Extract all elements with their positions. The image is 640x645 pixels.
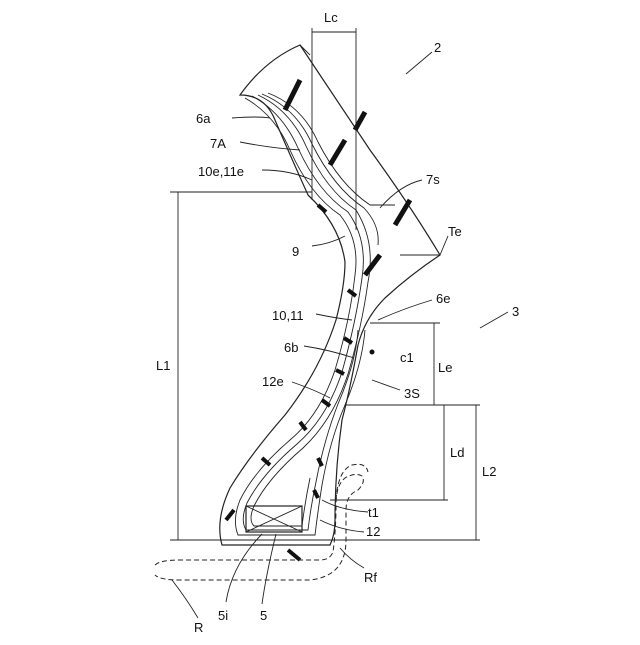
leader-10-11 [316,314,352,320]
cord-mark [330,140,345,165]
leader-7A [240,142,300,150]
leader-tire-2 [406,52,432,74]
label-mold-3: 3 [512,304,519,319]
label-le: Le [438,360,452,375]
label-6b: 6b [284,340,298,355]
label-5: 5 [260,608,267,623]
cord-mark [314,490,318,498]
label-7A: 7A [210,136,226,151]
leader-12e [292,382,330,398]
label-3S: 3S [404,386,420,401]
leader-t1 [322,500,368,512]
leader-6a [232,117,270,118]
leader-mold-3 [480,312,508,328]
cord-mark [318,458,322,466]
leader-10e11e [262,170,312,180]
label-rf: Rf [364,570,377,585]
cord-mark [365,255,380,275]
label-9: 9 [292,244,299,259]
label-te: Te [448,224,462,239]
label-tire-2: 2 [434,40,441,55]
label-6a: 6a [196,111,211,126]
leader-Te [440,236,448,255]
leader-5i [226,534,262,602]
label-l1: L1 [156,358,170,373]
cord-mark [322,400,330,406]
cord-mark [285,80,300,110]
leader-12 [320,520,364,532]
label-10e-11e: 10e,11e [198,164,244,179]
label-12: 12 [366,524,380,539]
label-lc: Lc [324,10,338,25]
cord-mark [262,458,270,465]
leader-R [172,580,198,618]
cord-mark [300,422,306,430]
label-10-11: 10,11 [272,308,304,323]
cord-mark [348,290,356,296]
c1-point [370,350,375,355]
rim-profile-R [155,474,363,580]
carcass-line-3 [251,95,370,526]
label-12e: 12e [262,374,284,389]
label-7s: 7s [426,172,440,187]
cord-mark [288,550,300,560]
label-6e: 6e [436,291,450,306]
cord-mark [395,200,410,225]
tire-outer-profile [220,45,440,545]
label-c1: c1 [400,350,414,365]
label-l2: L2 [482,464,496,479]
label-ld: Ld [450,445,464,460]
label-r: R [194,620,203,635]
label-5i: 5i [218,608,228,623]
leader-3S [372,380,400,390]
label-t1: t1 [368,505,379,520]
cord-mark [226,510,234,520]
cord-mark [318,205,326,212]
leader-Rf [340,548,364,568]
leader-6e [378,300,432,320]
cord-mark [355,112,365,130]
